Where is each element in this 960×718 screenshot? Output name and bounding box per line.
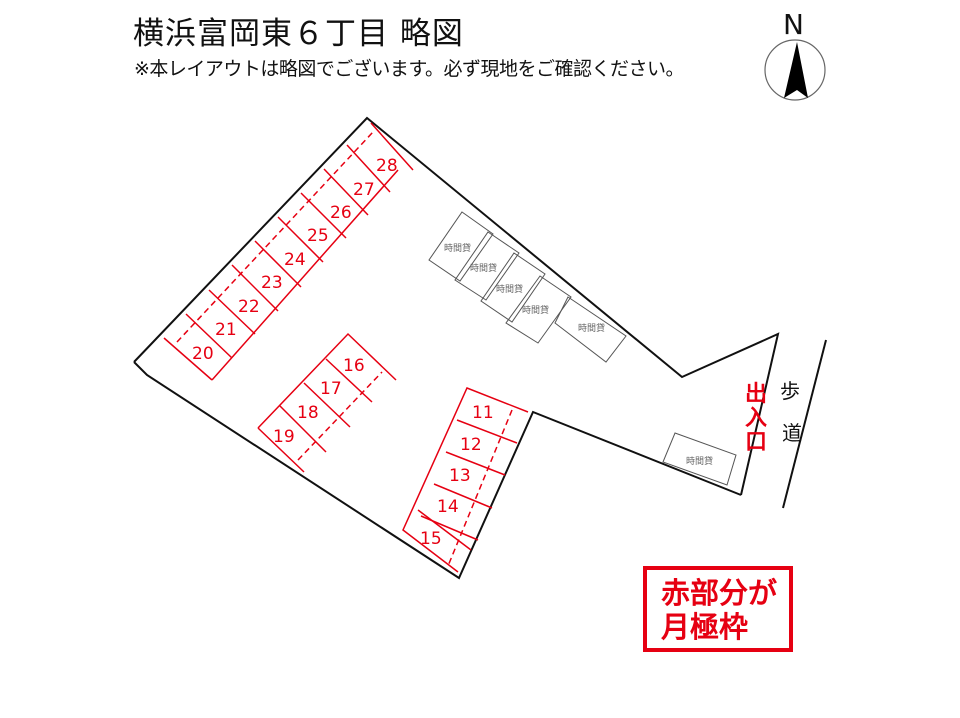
- space-26: 26: [330, 203, 352, 223]
- monthly-row-south: [402, 387, 529, 573]
- legend-line-1: 赤部分が: [661, 576, 778, 610]
- space-12: 12: [460, 435, 482, 455]
- space-25: 25: [307, 226, 329, 246]
- legend-line-2: 月極枠: [661, 610, 749, 644]
- sidewalk-label-1: 歩: [780, 379, 800, 403]
- entrance-char-2: 入: [744, 406, 767, 431]
- svg-text:時間貸: 時間貸: [496, 283, 523, 295]
- legend-box: 赤部分が 月極枠: [643, 566, 793, 652]
- space-22: 22: [238, 297, 260, 317]
- space-14: 14: [437, 497, 459, 517]
- lot-boundary: [133, 116, 780, 496]
- disclaimer-note: ※本レイアウトは略図でございます。必ず現地をご確認ください。: [134, 58, 685, 80]
- entrance-char-1: 出: [744, 382, 767, 407]
- sidewalk-line: [782, 339, 827, 509]
- svg-text:時間貸: 時間貸: [444, 242, 471, 254]
- space-17: 17: [320, 379, 342, 399]
- lot-boundary-south: [133, 361, 742, 580]
- entrance-label: 出 入 口: [744, 383, 768, 455]
- monthly-labels-south: 11 12 13 14 15: [420, 403, 494, 549]
- monthly-row-center: [257, 332, 397, 473]
- space-20: 20: [192, 344, 214, 364]
- hourly-labels: 時間貸 時間貸 時間貸 時間貸 時間貸 時間貸: [444, 242, 713, 467]
- space-16: 16: [343, 356, 365, 376]
- space-23: 23: [261, 273, 283, 293]
- svg-text:時間貸: 時間貸: [578, 322, 605, 334]
- space-11: 11: [472, 403, 494, 423]
- svg-text:時間貸: 時間貸: [686, 455, 713, 467]
- space-21: 21: [215, 320, 237, 340]
- compass-north-label: N: [783, 8, 804, 41]
- space-19: 19: [273, 427, 295, 447]
- sidewalk-label-2: 道: [782, 421, 802, 445]
- monthly-labels-center: 16 17 18 19: [273, 356, 365, 447]
- space-24: 24: [284, 250, 306, 270]
- monthly-row-northwest: [163, 122, 414, 381]
- page-title: 横浜富岡東６丁目 略図: [133, 16, 464, 52]
- svg-text:時間貸: 時間貸: [522, 304, 549, 316]
- space-28: 28: [376, 156, 398, 176]
- space-13: 13: [449, 466, 471, 486]
- monthly-labels-northwest: 20 21 22 23 24 25 26 27 28: [192, 156, 398, 364]
- space-18: 18: [297, 403, 319, 423]
- space-27: 27: [353, 180, 375, 200]
- svg-text:時間貸: 時間貸: [470, 262, 497, 274]
- north-arrow-icon: [764, 39, 826, 101]
- entrance-char-3: 口: [744, 430, 767, 455]
- space-15: 15: [420, 529, 442, 549]
- hourly-spaces: [428, 211, 737, 486]
